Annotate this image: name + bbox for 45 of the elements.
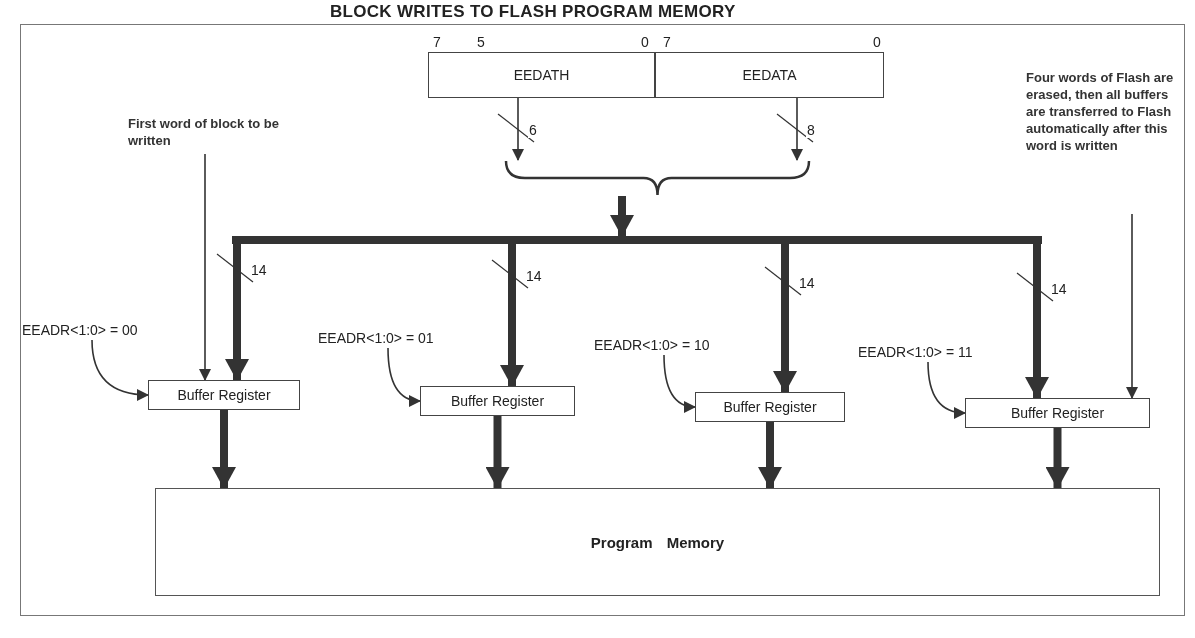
arrow <box>485 416 510 489</box>
arrow <box>663 354 696 413</box>
buffer-label: Buffer Register <box>723 399 817 415</box>
arrow <box>1126 213 1138 399</box>
arrow <box>1045 428 1070 489</box>
register-field <box>428 52 655 98</box>
annotation-text: First word of block to be written <box>128 116 303 154</box>
edge-label: 14 <box>525 268 543 284</box>
arrow <box>91 339 149 401</box>
bit-number: 5 <box>476 34 486 50</box>
bit-number: 7 <box>432 34 442 50</box>
bit-number: 0 <box>640 34 650 50</box>
program-memory-box <box>155 488 1160 596</box>
buffer-register-box <box>148 380 300 410</box>
register-field <box>655 52 884 98</box>
arrow <box>387 347 421 407</box>
address-condition-text: EEADR<1:0> = 10 <box>594 337 710 353</box>
arrow <box>758 422 782 489</box>
buffer-register-box <box>420 386 575 416</box>
buffer-register-box <box>965 398 1150 428</box>
edge-label: 14 <box>1050 281 1068 297</box>
register-name: EEDATH <box>513 67 570 83</box>
arrow <box>512 97 524 161</box>
edge-label: 6 <box>528 122 538 138</box>
buffer-label: Buffer Register <box>450 393 545 409</box>
arrow <box>199 153 211 381</box>
memory-label: Program Memory <box>590 533 725 551</box>
arrow <box>791 97 803 161</box>
register-name: EEDATA <box>742 67 797 83</box>
address-condition-text: EEADR<1:0> = 11 <box>858 344 973 360</box>
edge-label: 14 <box>250 262 268 278</box>
address-condition-text: EEADR<1:0> = 00 <box>22 322 138 338</box>
annotation-text: Four words of Flash are erased, then all buffers are transferred to Flash automatically after this word is written <box>1026 70 1176 214</box>
data-bus-bar <box>232 236 1042 244</box>
bit-number: 7 <box>662 34 672 50</box>
arrow <box>927 361 966 419</box>
buffer-label: Buffer Register <box>177 387 271 403</box>
edge-label: 8 <box>806 122 816 138</box>
bit-number: 0 <box>872 34 882 50</box>
buffer-label: Buffer Register <box>1010 405 1105 421</box>
address-condition-text: EEADR<1:0> = 01 <box>318 330 434 346</box>
figure-title: BLOCK WRITES TO FLASH PROGRAM MEMORY <box>330 2 736 22</box>
arrow <box>212 410 236 489</box>
edge-label: 14 <box>798 275 816 291</box>
buffer-register-box <box>695 392 845 422</box>
